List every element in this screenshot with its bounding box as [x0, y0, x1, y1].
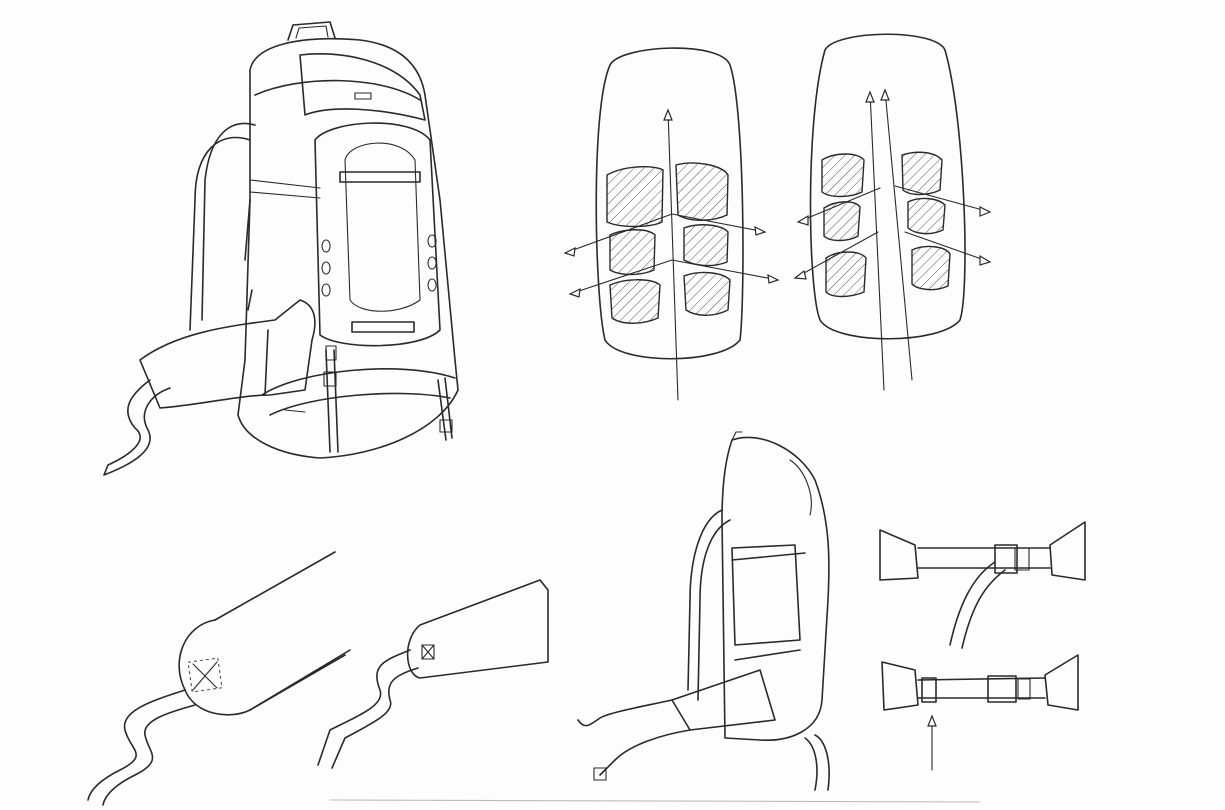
shoulder-strap-round-sketch: [87, 551, 351, 806]
backpack-three-quarter-sketch: [103, 21, 459, 476]
backpack-side-sketch: [577, 431, 830, 791]
shoulder-strap-angled-sketch: [317, 579, 549, 769]
hip-belt-buckle-top-sketch: [879, 521, 1086, 649]
back-panel-single-spine-sketch: [563, 47, 780, 401]
hip-belt-buckle-bottom-sketch: [881, 654, 1079, 771]
back-panel-double-spine-sketch: [793, 33, 992, 391]
